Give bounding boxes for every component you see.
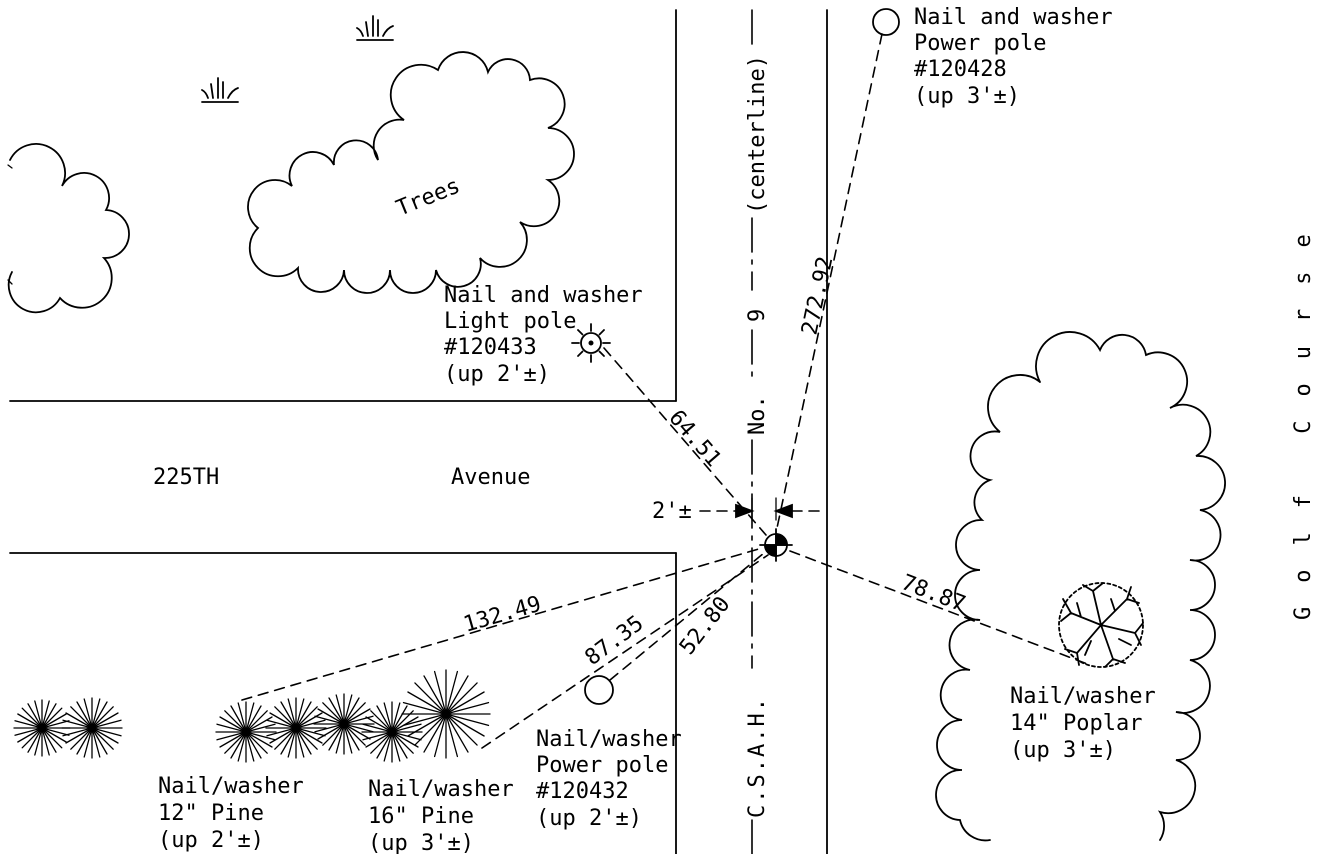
dimension-light-pole: 64.51 — [663, 406, 725, 472]
tree-clump-left — [7, 143, 130, 314]
pine-tree-symbol — [215, 701, 277, 763]
pine-tree-row — [13, 669, 491, 763]
reference-12in-pine: Nail/washer 12" Pine (up 2'±) — [158, 774, 304, 853]
tie-line-light-pole — [603, 347, 767, 536]
svg-text:(up 2'±): (up 2'±) — [158, 828, 264, 853]
dimension-poplar: 78.87 — [898, 570, 969, 617]
reference-16in-pine: Nail/washer 16" Pine (up 3'±) — [368, 777, 514, 854]
reference-poplar: Nail/washer 14" Poplar (up 3'±) — [1010, 684, 1156, 763]
svg-text:(up 2'±): (up 2'±) — [444, 362, 550, 387]
offset-label: 2'± — [652, 499, 692, 524]
svg-text:Nail/washer: Nail/washer — [1010, 684, 1156, 709]
reference-light-pole: Nail and washer Light pole #120433 (up 2… — [444, 283, 643, 387]
svg-text:12" Pine: 12" Pine — [158, 801, 264, 826]
marsh-grass-symbol — [201, 77, 239, 103]
svg-text:Nail/washer: Nail/washer — [368, 777, 514, 802]
svg-text:Nail/washer: Nail/washer — [536, 727, 682, 752]
clump-edge-tick — [7, 279, 13, 285]
svg-text:16" Pine: 16" Pine — [368, 804, 474, 829]
pine-tree-symbol — [401, 669, 491, 759]
csah-no-label: No. — [745, 395, 770, 435]
deciduous-tree-symbol — [1058, 582, 1144, 668]
light-pole-symbol — [571, 323, 611, 363]
trees-label: Trees — [393, 174, 464, 222]
pine-tree-symbol — [313, 693, 375, 755]
power-pole-symbol — [584, 675, 614, 705]
reference-power-pole-north: Nail and washer Power pole #120428 (up 3… — [914, 5, 1113, 109]
reference-power-pole-south: Nail/washer Power pole #120432 (up 2'±) — [536, 727, 682, 831]
svg-text:(up 3'±): (up 3'±) — [914, 84, 1020, 109]
avenue-name-225th: 225TH — [153, 465, 219, 490]
dimension-12in-pine: 132.49 — [461, 592, 544, 638]
tree-clump-trees: Trees — [247, 51, 575, 294]
power-pole-symbol — [872, 8, 900, 36]
svg-text:(up 3'±): (up 3'±) — [1010, 738, 1116, 763]
dimension-power-pole-south: 87.35 — [581, 611, 649, 671]
tie-line-poplar — [789, 550, 1091, 666]
csah-number: 9 — [745, 309, 770, 322]
svg-text:#120428: #120428 — [914, 57, 1007, 82]
marsh-grass-symbol — [356, 15, 394, 41]
svg-text:Nail and washer: Nail and washer — [444, 283, 643, 308]
tie-line-12in-pine — [241, 547, 763, 701]
svg-text:Nail and washer: Nail and washer — [914, 5, 1113, 30]
golf-course-label: Golf Course — [1291, 210, 1316, 620]
svg-text:(up 3'±): (up 3'±) — [368, 831, 474, 854]
svg-text:(up 2'±): (up 2'±) — [536, 806, 642, 831]
pine-tree-symbol — [265, 697, 327, 759]
tie-lines — [241, 33, 1091, 749]
svg-text:Power pole: Power pole — [536, 753, 668, 778]
pine-tree-symbol — [361, 701, 423, 763]
section-corner-symbol — [759, 528, 793, 562]
svg-text:Power pole: Power pole — [914, 31, 1046, 56]
svg-text:Light pole: Light pole — [444, 309, 576, 334]
offset-dimension: 2'± — [652, 497, 825, 524]
clump-edge-tick — [7, 164, 13, 169]
svg-text:14" Poplar: 14" Poplar — [1010, 711, 1142, 736]
tie-line-power-pole-south — [609, 552, 765, 681]
tie-line-16in-pine — [481, 554, 769, 749]
dimension-power-pole-north: 272.92 — [797, 254, 838, 337]
centerline-label: (centerline) — [745, 55, 770, 214]
road-edges — [9, 9, 828, 854]
pine-tree-symbol — [13, 699, 71, 757]
svg-text:#120433: #120433 — [444, 335, 537, 360]
csah-label: C.S.A.H. — [745, 696, 770, 818]
svg-text:#120432: #120432 — [536, 779, 629, 804]
svg-text:Nail/washer: Nail/washer — [158, 774, 304, 799]
pine-tree-symbol — [61, 697, 123, 759]
avenue-name-avenue: Avenue — [451, 465, 530, 490]
tree-clump-golf-course — [935, 331, 1226, 842]
